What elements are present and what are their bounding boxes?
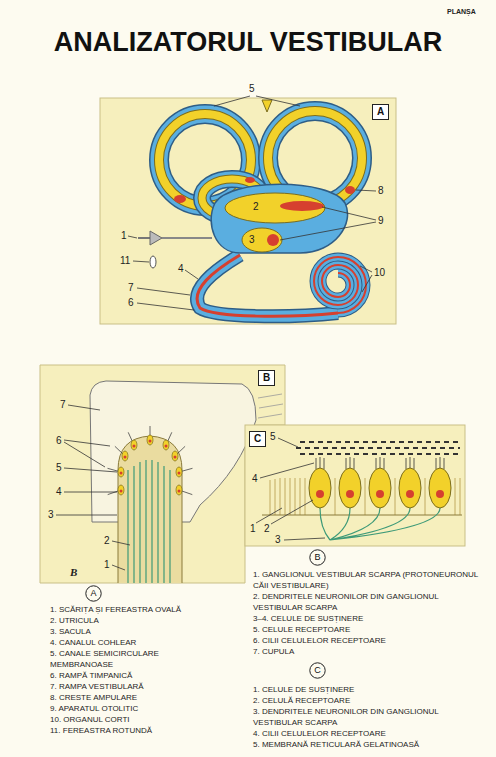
- callout-number: 1: [104, 560, 110, 570]
- plate-label: PLANȘA: [447, 8, 476, 15]
- key-entry: 4. CILII CELULELOR RECEPTOARE: [253, 728, 481, 739]
- key-entry: 8. CRESTE AMPULARE: [50, 692, 210, 703]
- key-entry: 4. CANALUL COHLEAR: [50, 637, 210, 648]
- key-list: 1. GANGLIONUL VESTIBULAR SCARPA (PROTONE…: [253, 569, 481, 657]
- callout-number: 1: [250, 524, 256, 534]
- leader-lines-c: [256, 438, 325, 540]
- key-entry: 5. CANALE SEMICIRCULARE MEMBRANOASE: [50, 648, 210, 670]
- callout-number: 1: [121, 231, 127, 241]
- key-entry: 2. UTRICULA: [50, 615, 210, 626]
- callout-number: 5: [56, 463, 62, 473]
- node-text: B: [314, 553, 320, 562]
- leader-lines-a: [128, 96, 376, 310]
- key-entry: 10. ORGANUL CORTI: [50, 714, 210, 725]
- key-entry: 11. FEREASTRA ROTUNDĂ: [50, 725, 210, 736]
- key-entry: 2. CELULĂ RECEPTOARE: [253, 695, 481, 706]
- callout-number: 8: [378, 186, 384, 196]
- callout-number: 9: [378, 216, 384, 226]
- callout-number: 3: [275, 535, 281, 545]
- callout-number: 4: [252, 474, 258, 484]
- callout-number: 2: [264, 524, 270, 534]
- panel-letter-box: A: [372, 104, 389, 120]
- callout-number: 3: [48, 510, 54, 520]
- node-text: A: [377, 106, 384, 117]
- callout-number: 7: [128, 283, 134, 293]
- key-entry: 7. RAMPA VESTIBULARĂ: [50, 681, 210, 692]
- key-letter-circle: B: [309, 549, 326, 566]
- key-entry: 9. APARATUL OTOLITIC: [50, 703, 210, 714]
- panel-letter-box: C: [249, 431, 266, 447]
- callout-number: 5: [270, 432, 276, 442]
- callout-number: 7: [60, 400, 66, 410]
- node-text: C: [314, 666, 321, 675]
- callout-number: 2: [104, 536, 110, 546]
- leader-lines-b: [56, 405, 130, 570]
- section-letter: B: [70, 567, 77, 578]
- crista-ampullaris: [90, 381, 283, 583]
- stapes-and-windows: [138, 231, 212, 268]
- panel-c-ground: [245, 425, 465, 546]
- key-list: 1. SCĂRIȚA ȘI FEREASTRA OVALĂ2. UTRICULA…: [50, 604, 210, 736]
- key-entry: 6. CILII CELULELOR RECEPTOARE: [253, 635, 481, 646]
- callout-number: 6: [128, 298, 134, 308]
- key-entry: 5. CELULE RECEPTOARE: [253, 624, 481, 635]
- title: ANALIZATORUL VESTIBULAR: [0, 29, 496, 56]
- node-text: B: [263, 372, 270, 383]
- key-entry: 1. GANGLIONUL VESTIBULAR SCARPA (PROTONE…: [253, 569, 481, 591]
- node-text: A: [90, 589, 96, 598]
- key-entry: 2. DENDRITELE NEURONILOR DIN GANGLIONUL …: [253, 591, 481, 613]
- callout-number: 4: [178, 264, 184, 274]
- key-entry: 5. MEMBRANĂ RETICULARĂ GELATINOASĂ: [253, 739, 481, 750]
- callout-number: 6: [56, 436, 62, 446]
- key-entry: 7. CUPULA: [253, 646, 481, 657]
- callout-number: 2: [252, 202, 260, 212]
- key-entry: 3. SACULA: [50, 626, 210, 637]
- callout-number: 11: [120, 256, 130, 266]
- callout-number: 10: [374, 268, 385, 278]
- panel-a-ground: [100, 98, 396, 324]
- key-entry: 1. CELULE DE SUSȚINERE: [253, 684, 481, 695]
- key-entry: 3. DENDRITELE NEURONILOR DIN GANGLIONUL …: [253, 706, 481, 728]
- cochlea: [197, 255, 366, 316]
- key-entry: 6. RAMPĂ TIMPANICĂ: [50, 670, 210, 681]
- panel-letter-box: B: [258, 370, 275, 386]
- key-letter-circle: A: [85, 585, 102, 602]
- callout-number: 3: [248, 235, 256, 245]
- node-text: C: [254, 433, 261, 444]
- macula-epithelium: [262, 442, 462, 540]
- key-letter-circle: C: [309, 662, 326, 679]
- vestibule: [174, 100, 355, 253]
- key-entry: 3–4. CELULE DE SUSȚINERE: [253, 613, 481, 624]
- key-list: 1. CELULE DE SUSȚINERE2. CELULĂ RECEPTOA…: [253, 684, 481, 750]
- key-entry: 1. SCĂRIȚA ȘI FEREASTRA OVALĂ: [50, 604, 210, 615]
- callout-number: 5: [249, 84, 255, 94]
- callout-number: 4: [56, 487, 62, 497]
